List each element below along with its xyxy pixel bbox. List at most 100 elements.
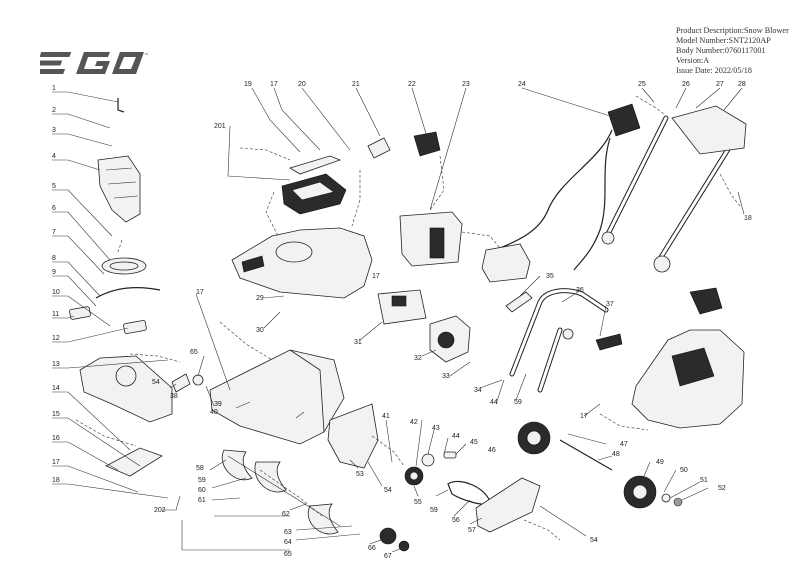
- callout: 43: [432, 425, 440, 432]
- product-info: Product Description:Snow Blower Model Nu…: [676, 26, 789, 76]
- callout: 28: [738, 81, 746, 88]
- callout: 64: [284, 539, 292, 546]
- callout: 17: [372, 273, 380, 280]
- callout: 50: [680, 467, 688, 474]
- part-42-gear: [421, 453, 435, 467]
- part-39-washer: [192, 374, 204, 386]
- part-52-nut: [673, 497, 683, 507]
- callout: 44: [452, 433, 460, 440]
- part-13-chute-body: [79, 355, 173, 423]
- callout: 23: [462, 81, 470, 88]
- callout: 10: [52, 289, 60, 296]
- callout: 47: [620, 441, 628, 448]
- callout: 61: [198, 497, 206, 504]
- part-37-knob: [595, 333, 623, 351]
- callout: 14: [52, 385, 60, 392]
- part-45-spacer: [443, 451, 457, 459]
- callout: 34: [474, 387, 482, 394]
- callout: 26: [682, 81, 690, 88]
- part-side-bracket: [689, 287, 723, 315]
- callout: 21: [352, 81, 360, 88]
- callout: 65: [284, 551, 292, 558]
- issue-date: Issue Date: 2022/05/18: [676, 66, 752, 75]
- callout: 57: [468, 527, 476, 534]
- part-201-console: [289, 155, 342, 175]
- callout-numbers: 1 2 3 4 5 6 7 8 9 10 11 12 13 14 15 16 1…: [52, 81, 752, 560]
- callout: 7: [52, 229, 56, 236]
- callout: 4: [52, 153, 56, 160]
- part-12-plate: [123, 320, 147, 334]
- part-53-side-plate: [327, 403, 379, 469]
- part-auger-left: [221, 449, 253, 481]
- callout: 15: [52, 411, 60, 418]
- callout: 35: [546, 273, 554, 280]
- svg-text:™: ™: [144, 52, 148, 57]
- callout: 18: [52, 477, 60, 484]
- part-4-chute: [97, 155, 141, 223]
- callout: 56: [452, 517, 460, 524]
- callout: 17: [270, 81, 278, 88]
- callout: 41: [382, 413, 390, 420]
- callout: 32: [414, 355, 422, 362]
- callout: 13: [52, 361, 60, 368]
- callout: 16: [52, 435, 60, 442]
- callout: 201: [214, 123, 226, 130]
- part-handle-grip: [671, 105, 747, 155]
- callout: 53: [356, 471, 364, 478]
- part-24-cable: [499, 129, 613, 249]
- part-66-pulley: [379, 527, 397, 545]
- callout: 1: [52, 85, 56, 92]
- part-drawings: [69, 98, 747, 552]
- callout: 9: [52, 269, 56, 276]
- callout: 38: [170, 393, 178, 400]
- callout: 42: [410, 419, 418, 426]
- callout: 62: [282, 511, 290, 518]
- callout: 44: [490, 399, 498, 406]
- callout: 45: [470, 439, 478, 446]
- part-51-washer: [661, 493, 671, 503]
- body-number: Body Number:0760117001: [676, 46, 766, 55]
- callout: 37: [606, 301, 614, 308]
- callout: 46: [488, 447, 496, 454]
- callout: 20: [298, 81, 306, 88]
- part-11-plate: [69, 306, 91, 320]
- callout: 54: [152, 379, 160, 386]
- callout: 6: [52, 205, 56, 212]
- callout: 40: [210, 409, 218, 416]
- callout: 66: [368, 545, 376, 552]
- callout: 63: [284, 529, 292, 536]
- callout: 59: [198, 477, 206, 484]
- part-8-cable: [95, 287, 161, 299]
- callout: 48: [612, 451, 620, 458]
- part-67-pulley: [398, 540, 410, 552]
- callout: 31: [354, 339, 362, 346]
- callout: 17: [52, 459, 60, 466]
- leader-lines: [52, 87, 745, 553]
- callout: 17: [196, 289, 204, 296]
- part-31-switch-box: [377, 289, 427, 325]
- model-number: Model Number:SNT2120AP: [676, 36, 771, 45]
- callout: 24: [518, 81, 526, 88]
- callout: 51: [700, 477, 708, 484]
- callout: 2: [52, 107, 56, 114]
- callout: 8: [52, 255, 56, 262]
- callout: 27: [716, 81, 724, 88]
- callout: 60: [198, 487, 206, 494]
- part-24-controller: [607, 103, 641, 137]
- callout: 12: [52, 335, 60, 342]
- callout: 39: [214, 401, 222, 408]
- callout: 11: [52, 311, 59, 318]
- callout: 36: [576, 287, 584, 294]
- part-57-belt-cover: [475, 477, 541, 533]
- assembly-lines: [75, 95, 741, 541]
- callout: 29: [256, 295, 264, 302]
- callout: 3: [52, 127, 56, 134]
- part-48-axle: [559, 439, 613, 471]
- callout: 59: [430, 507, 438, 514]
- version: Version:A: [676, 56, 710, 65]
- callout: 65: [190, 349, 198, 356]
- callout: 18: [744, 215, 752, 222]
- callout: 58: [196, 465, 204, 472]
- callout: 49: [656, 459, 664, 466]
